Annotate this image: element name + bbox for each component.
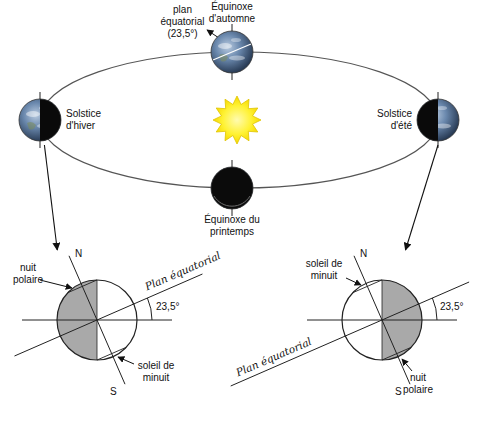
angle-arc xyxy=(432,298,437,320)
position-label: Solstice d'été xyxy=(366,108,412,132)
globe-outline xyxy=(19,99,61,141)
earth-globe xyxy=(211,167,253,209)
earth-globe xyxy=(211,31,253,73)
plane-label: Plan équatorial xyxy=(234,336,312,379)
equatorial-plane-line xyxy=(231,282,469,386)
axis-tick xyxy=(438,141,439,148)
axis-tick xyxy=(40,141,41,148)
cloud-patch xyxy=(231,38,241,42)
axis-tick xyxy=(438,92,439,99)
equator-line xyxy=(213,44,251,60)
position-label: Solstice d'hiver xyxy=(66,108,116,132)
cloud-patch xyxy=(218,43,232,49)
earth-position: Solstice d'hiver xyxy=(18,98,62,142)
axis-tick xyxy=(232,24,233,31)
earth-tilt-figure: NS xyxy=(40,250,155,410)
globe-outline xyxy=(211,31,253,73)
earth-globe xyxy=(19,99,61,141)
annotation-label: plan équatorial (23,5°) xyxy=(155,4,210,40)
rotation-axis xyxy=(354,256,410,384)
annotation-label: 23,5° xyxy=(440,301,474,313)
sun-star xyxy=(213,96,261,144)
leader-arrow xyxy=(40,280,72,288)
position-label: Équinoxe du printemps xyxy=(197,214,267,238)
globe-outline xyxy=(211,167,253,209)
pole-label: N xyxy=(360,248,374,260)
pole-label: S xyxy=(110,386,124,398)
night-side xyxy=(211,167,253,209)
rotation-axis xyxy=(69,256,125,384)
position-label: Équinoxe d'automne xyxy=(202,1,262,25)
cloud-patch xyxy=(229,56,245,61)
view-arrow xyxy=(406,145,439,250)
globe-shape xyxy=(210,166,254,210)
plane-label: Plan équatorial xyxy=(143,250,221,293)
annotation-label: nuit polaire xyxy=(8,262,48,286)
globe-shape xyxy=(18,98,62,142)
globe-shape xyxy=(416,98,460,142)
leader-arrow xyxy=(346,278,361,285)
globe-shape xyxy=(210,30,254,74)
axis-tick xyxy=(40,92,41,99)
night-half xyxy=(417,99,438,141)
annotation-label: 23,5° xyxy=(156,301,190,313)
axis-tick xyxy=(232,160,233,167)
night-half xyxy=(40,99,61,141)
annotation-label: nuit polaire xyxy=(398,372,438,396)
leader-arrow xyxy=(118,357,134,364)
earth-position: Équinoxe du printemps xyxy=(210,166,254,210)
annotation-label: soleil de minuit xyxy=(300,258,348,282)
axis-tick xyxy=(232,73,233,80)
pole-label: N xyxy=(75,248,89,260)
globe-outline xyxy=(417,99,459,141)
cloud-patch xyxy=(437,106,447,110)
earth-position: Solstice d'été xyxy=(416,98,460,142)
angle-arc xyxy=(147,298,152,320)
earth-position: Équinoxe d'automne xyxy=(210,30,254,74)
view-arrow xyxy=(44,145,57,250)
cloud-patch xyxy=(26,111,40,117)
earth-globe xyxy=(417,99,459,141)
orbit-ellipse xyxy=(40,52,438,188)
land-patch xyxy=(27,122,36,130)
earth-section-shape xyxy=(40,250,155,410)
equatorial-plane-line xyxy=(14,274,202,356)
annotation-label: soleil de minuit xyxy=(132,360,180,384)
